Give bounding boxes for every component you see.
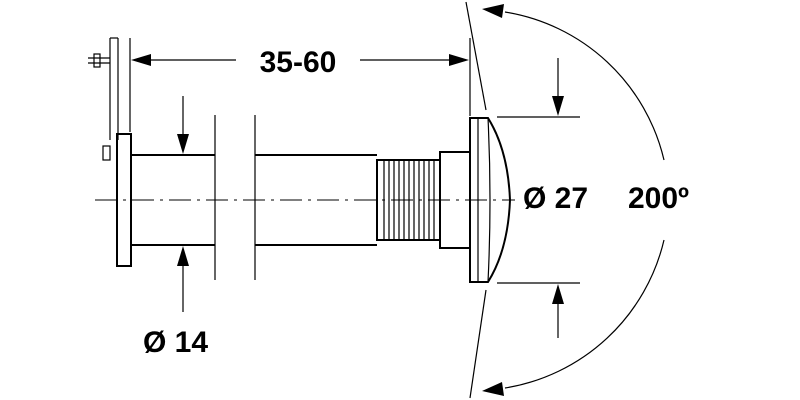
tube-diameter-dimension: [177, 96, 189, 312]
rear-flange: [116, 133, 132, 267]
tube-diameter-label: Ø 14: [143, 326, 208, 359]
view-angle-label: 200º: [628, 182, 689, 215]
head-diameter-label: Ø 27: [523, 182, 588, 215]
break-lines: [214, 115, 256, 280]
tube-body-right: [255, 154, 377, 246]
tube-body-left: [131, 154, 215, 246]
length-range-label: 35-60: [260, 46, 337, 79]
length-dimension: [129, 38, 471, 132]
head-diameter-dimension: [497, 58, 580, 338]
view-angle-dimension: [465, 1, 665, 399]
door-plate: [88, 37, 119, 161]
front-head: [469, 117, 512, 283]
